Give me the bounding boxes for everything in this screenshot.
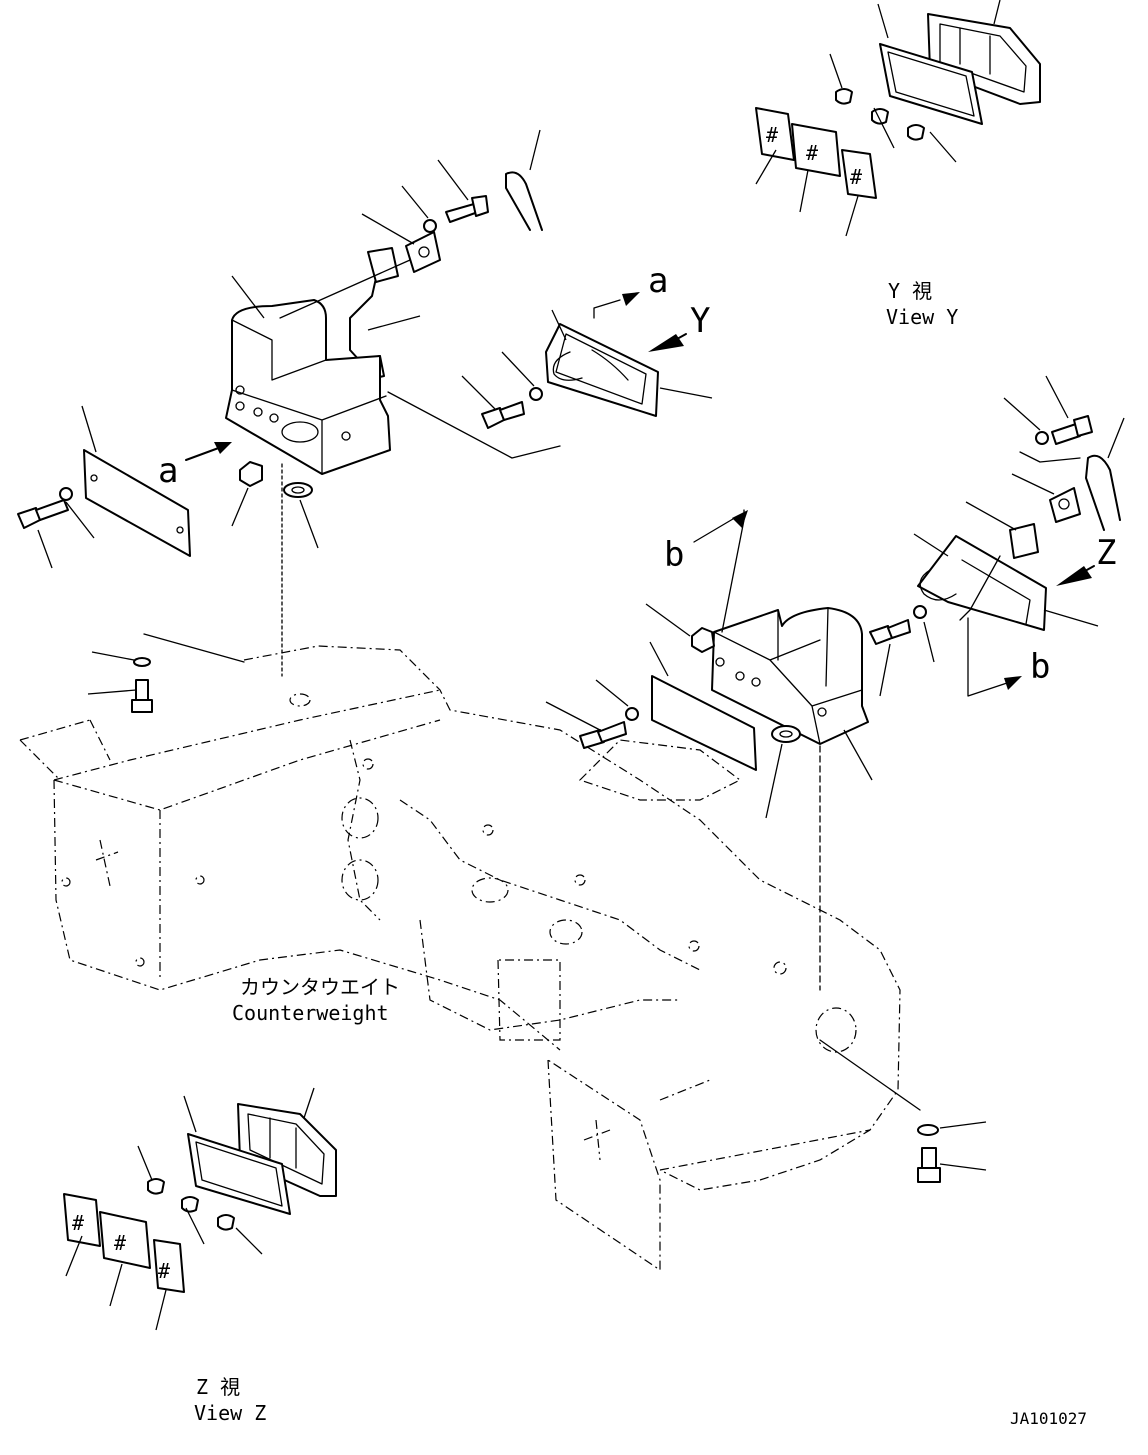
lamp-bracket	[225, 299, 391, 475]
lens	[841, 149, 877, 199]
u-bolt	[1085, 454, 1121, 531]
lens	[63, 1193, 101, 1247]
counterweight-label-jp: カウンタウエイト	[240, 975, 400, 999]
drawing-number: JA101027	[1010, 1409, 1087, 1428]
lens-mark: #	[850, 165, 862, 189]
lamp-bracket	[711, 607, 869, 745]
lens-mark: #	[806, 141, 818, 165]
bulb	[907, 124, 925, 141]
view-z-caption-en: View Z	[194, 1401, 266, 1425]
lens-mark: #	[114, 1231, 126, 1255]
view-arrow-y-label: Y	[690, 301, 710, 341]
bulb	[835, 88, 853, 105]
bulb	[181, 1196, 199, 1213]
bulb	[217, 1214, 235, 1231]
view-y-caption-en: View Y	[886, 305, 958, 329]
cover-plate	[83, 449, 191, 557]
grommet	[771, 725, 801, 743]
lamp-gasket	[187, 1133, 291, 1215]
u-bolt	[505, 171, 543, 231]
rear-combination-lamp	[917, 535, 1047, 631]
view-z-caption-jp: Z 視	[196, 1375, 240, 1399]
washer	[913, 605, 927, 619]
lens	[791, 123, 841, 177]
left-lamp-unit: a Y	[279, 259, 713, 459]
ref-label-a: a	[158, 451, 178, 491]
washer	[529, 387, 543, 401]
lens	[153, 1239, 185, 1293]
mounting-plate	[1049, 487, 1081, 523]
bolt	[135, 679, 149, 701]
ref-label-b: b	[664, 535, 684, 575]
washer	[423, 219, 437, 233]
washer	[625, 707, 639, 721]
lens	[755, 107, 795, 161]
view-z-detail: # # # Z 視 View Z	[63, 1087, 337, 1425]
cover-plate	[651, 675, 757, 771]
left-lamp-assembly: a	[17, 129, 543, 569]
mounting-plate	[405, 231, 441, 273]
ref-label-b: b	[1030, 647, 1050, 687]
counterweight-label-en: Counterweight	[232, 1001, 389, 1025]
washer	[917, 1124, 939, 1136]
lens	[99, 1211, 151, 1269]
ref-label-a: a	[648, 261, 668, 301]
washer	[1035, 431, 1049, 445]
rear-combination-lamp	[545, 323, 659, 417]
counterweight: カウンタウエイト Counterweight	[19, 463, 987, 1272]
bolt	[921, 1147, 937, 1169]
washer	[59, 487, 73, 501]
lens-mark: #	[158, 1259, 170, 1283]
washer	[133, 657, 151, 667]
lens-mark: #	[72, 1211, 84, 1235]
view-y-caption-jp: Y 視	[888, 279, 932, 303]
lamp-gasket	[879, 43, 983, 125]
nut	[239, 461, 263, 487]
grommet	[283, 482, 313, 498]
right-lamp-assembly: Z b b	[545, 375, 1125, 991]
lens-mark: #	[766, 123, 778, 147]
bulb	[147, 1178, 165, 1195]
view-y-detail: # # # Y 視 View Y	[755, 0, 1041, 329]
view-arrow-z-label: Z	[1096, 533, 1116, 573]
nut	[691, 627, 715, 653]
